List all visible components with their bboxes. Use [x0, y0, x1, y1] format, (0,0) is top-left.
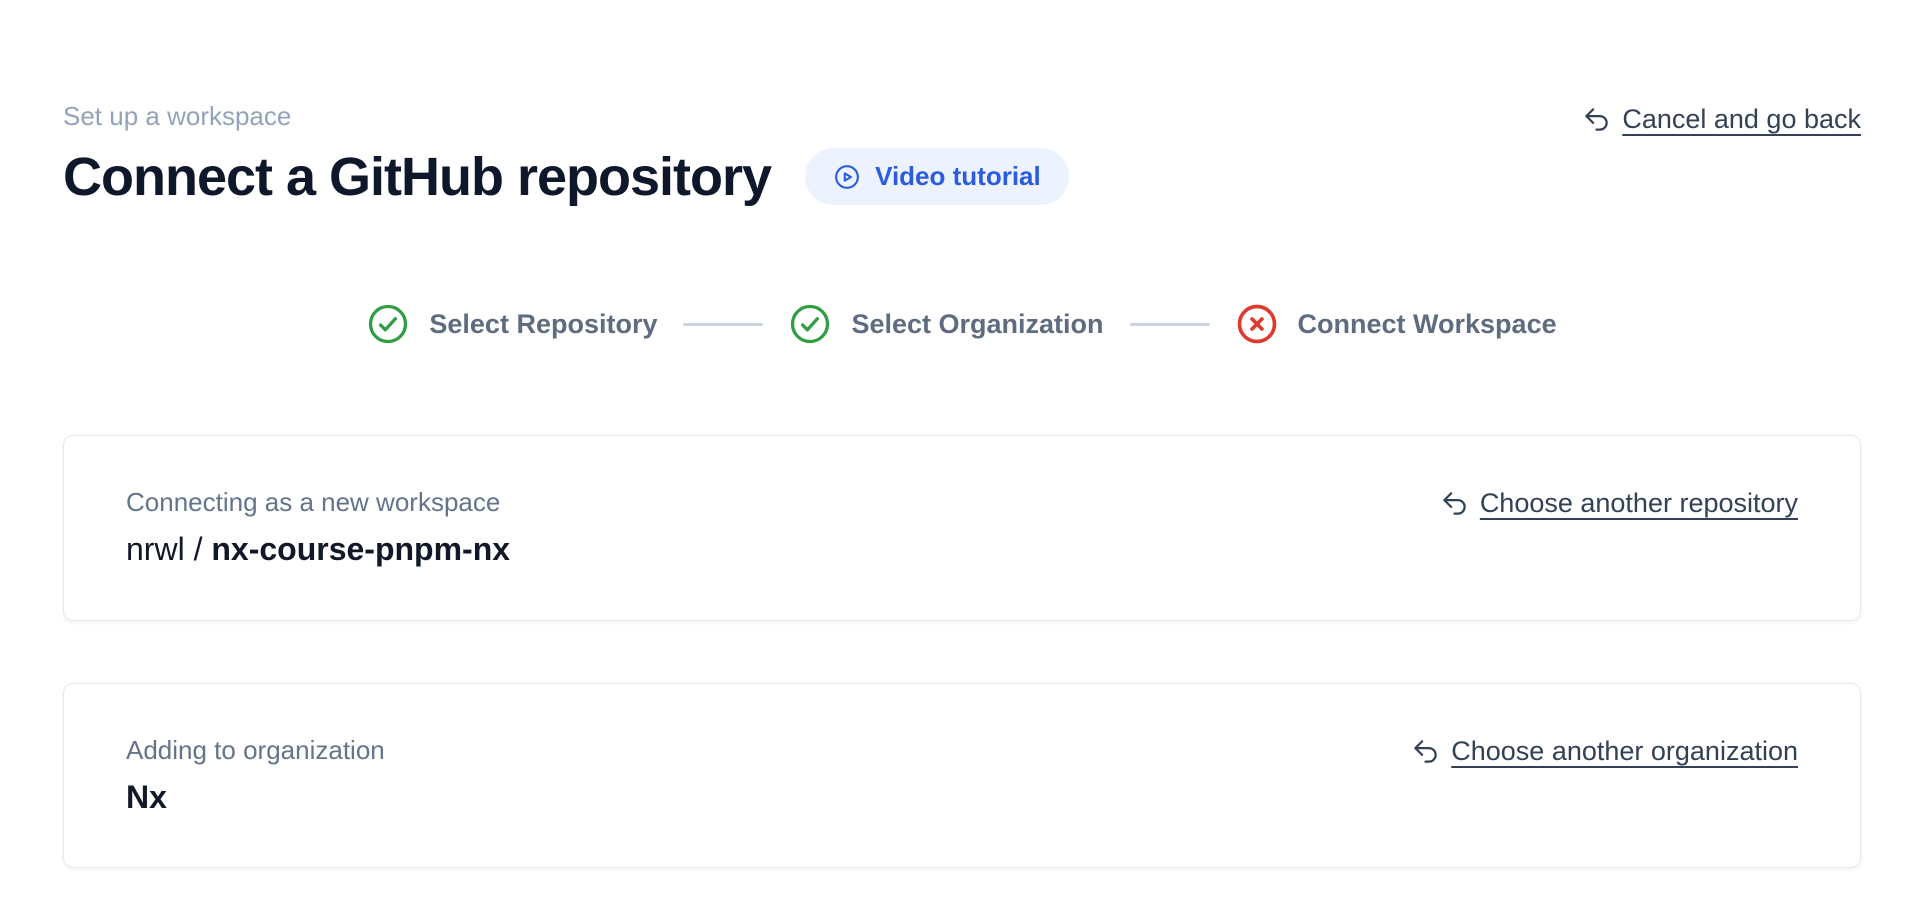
- play-circle-icon: [833, 163, 861, 191]
- step-label: Select Organization: [851, 308, 1104, 339]
- organization-card-info: Adding to organization Nx: [126, 734, 385, 816]
- choose-another-repository-label: Choose another repository: [1479, 488, 1798, 519]
- choose-another-organization-label: Choose another organization: [1451, 735, 1798, 766]
- choose-another-repository-link[interactable]: Choose another repository: [1441, 488, 1798, 519]
- video-tutorial-button[interactable]: Video tutorial: [805, 148, 1069, 206]
- page-title: Connect a GitHub repository: [63, 146, 772, 207]
- choose-another-organization-link[interactable]: Choose another organization: [1412, 736, 1798, 767]
- progress-stepper: Select Repository Select Organization Co…: [63, 303, 1861, 345]
- repository-slug: nx-course-pnpm-nx: [211, 530, 511, 567]
- repository-name: nrwl / nx-course-pnpm-nx: [126, 531, 510, 568]
- step-select-organization: Select Organization: [789, 303, 1104, 345]
- repository-card-label: Connecting as a new workspace: [126, 487, 501, 518]
- cancel-and-go-back-link[interactable]: Cancel and go back: [1583, 104, 1861, 135]
- undo-arrow-icon: [1412, 738, 1439, 765]
- undo-arrow-icon: [1441, 490, 1468, 517]
- repository-card-info: Connecting as a new workspace nrwl / nx-…: [126, 487, 510, 568]
- organization-title: Nx: [126, 778, 167, 815]
- stepper-connector: [683, 322, 764, 326]
- organization-name: Nx: [126, 779, 385, 816]
- repository-owner: nrwl /: [126, 530, 212, 567]
- step-label: Connect Workspace: [1297, 308, 1557, 339]
- eyebrow-text: Set up a workspace: [63, 101, 292, 131]
- organization-card: Adding to organization Nx Choose another…: [63, 682, 1861, 869]
- x-circle-icon: [1236, 303, 1278, 345]
- page-header: Set up a workspace Connect a GitHub repo…: [63, 102, 1861, 207]
- video-tutorial-label: Video tutorial: [875, 161, 1041, 192]
- repository-card: Connecting as a new workspace nrwl / nx-…: [63, 435, 1861, 621]
- title-row: Connect a GitHub repository Video tutori…: [63, 147, 1069, 207]
- cancel-and-go-back-label: Cancel and go back: [1622, 104, 1861, 134]
- undo-arrow-icon: [1583, 106, 1610, 133]
- check-circle-icon: [367, 303, 409, 345]
- step-select-repository: Select Repository: [367, 303, 657, 345]
- page-header-left: Set up a workspace Connect a GitHub repo…: [63, 102, 1069, 207]
- step-connect-workspace: Connect Workspace: [1236, 303, 1557, 345]
- check-circle-icon: [789, 303, 831, 345]
- organization-card-label: Adding to organization: [126, 734, 385, 765]
- step-label: Select Repository: [429, 308, 658, 339]
- stepper-connector: [1129, 322, 1210, 326]
